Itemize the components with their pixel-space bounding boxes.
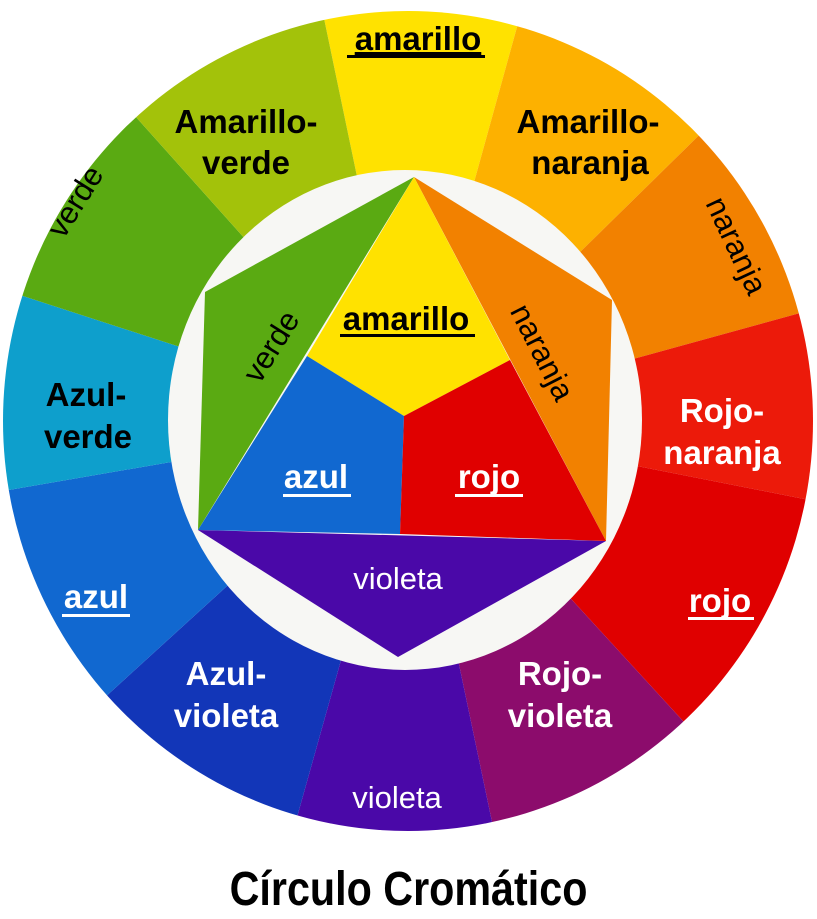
label-inner-rojo: rojo xyxy=(458,458,520,495)
underline-azul xyxy=(62,614,130,617)
triangle-verde xyxy=(198,177,414,530)
page-title: Círculo Cromático xyxy=(229,863,588,916)
triangle-naranja xyxy=(414,177,612,541)
label-azul: azul xyxy=(64,578,128,615)
triangle-violeta xyxy=(198,530,606,657)
region-amarillo xyxy=(307,177,510,416)
label-rojo-violeta-2: violeta xyxy=(508,697,613,734)
label-rojo-violeta-1: Rojo- xyxy=(518,655,602,692)
underline-inner-amarillo xyxy=(340,334,475,337)
label-violeta: violeta xyxy=(352,780,442,815)
label-rojo-naranja-1: Rojo- xyxy=(680,392,764,429)
label-inner-azul: azul xyxy=(284,458,348,495)
color-wheel: amarillo Amarillo- naranja naranja Rojo-… xyxy=(3,11,813,831)
inner-star xyxy=(198,177,612,657)
label-inner-amarillo: amarillo xyxy=(343,300,470,337)
label-azul-violeta-2: violeta xyxy=(174,697,279,734)
underline-amarillo xyxy=(347,55,485,58)
label-amarillo-verde-1: Amarillo- xyxy=(174,103,317,140)
underline-rojo xyxy=(688,617,754,620)
label-azul-verde-2: verde xyxy=(44,418,132,455)
underline-inner-rojo xyxy=(455,494,523,497)
label-azul-violeta-1: Azul- xyxy=(186,655,267,692)
label-amarillo-verde-2: verde xyxy=(202,144,290,181)
label-azul-verde-1: Azul- xyxy=(46,376,127,413)
label-inner-violeta: violeta xyxy=(353,561,443,596)
label-amarillo-naranja-2: naranja xyxy=(531,144,649,181)
label-amarillo: amarillo xyxy=(355,20,482,57)
region-rojo xyxy=(400,360,606,541)
region-azul xyxy=(198,356,404,534)
label-amarillo-naranja-1: Amarillo- xyxy=(516,103,659,140)
underline-inner-azul xyxy=(283,494,351,497)
label-rojo: rojo xyxy=(689,582,751,619)
label-rojo-naranja-2: naranja xyxy=(663,434,781,471)
